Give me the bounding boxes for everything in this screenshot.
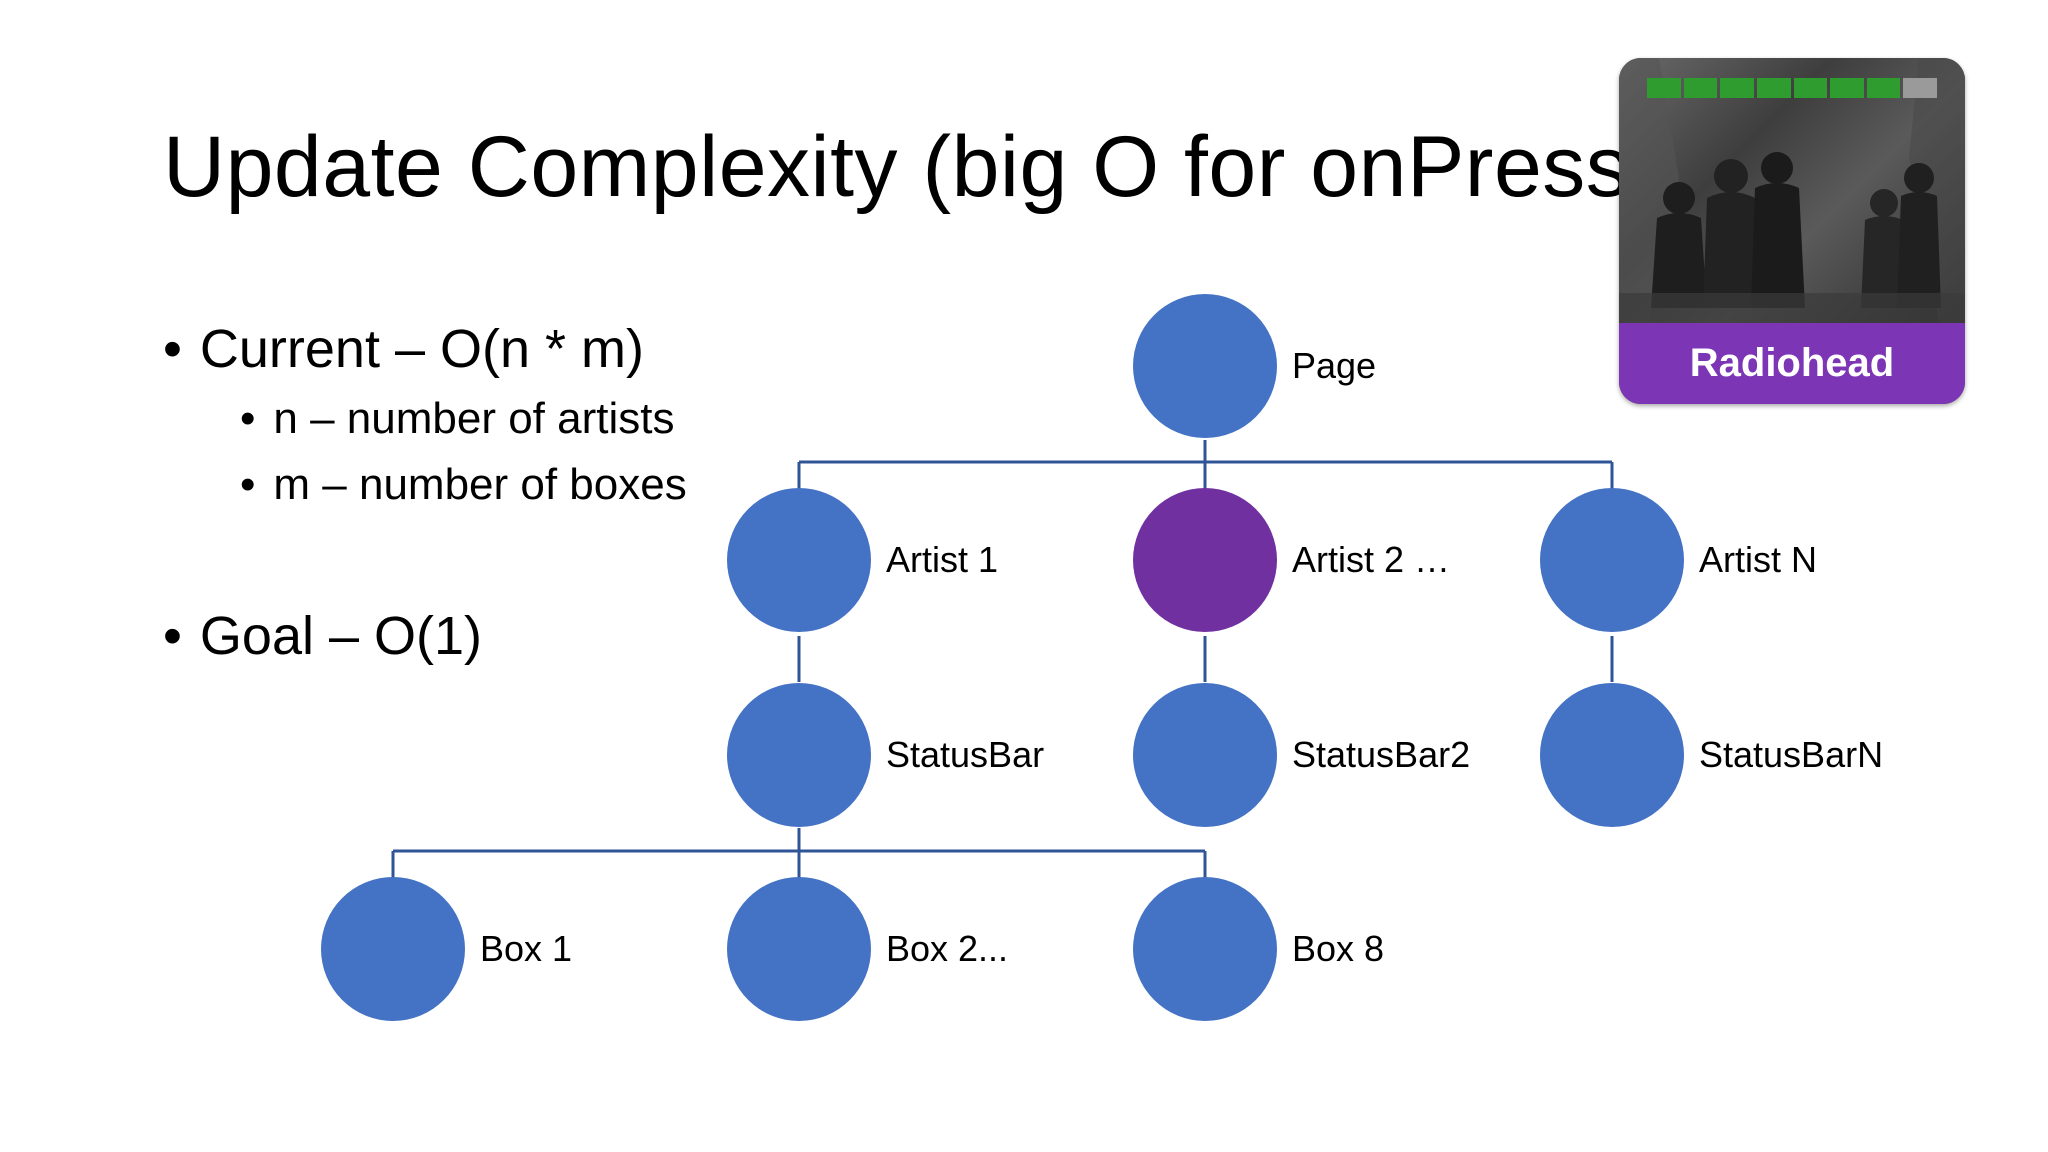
node-artist-n [1540, 488, 1684, 632]
status-bar-segment [1866, 78, 1901, 98]
node-label-box-8: Box 8 [1292, 928, 1384, 969]
node-statusbar [727, 683, 871, 827]
node-box-8 [1133, 877, 1277, 1021]
status-bar-segment [1756, 78, 1791, 98]
node-label-artist-n: Artist N [1699, 539, 1817, 580]
node-label-statusbar: StatusBar [886, 734, 1044, 775]
status-bar-segment [1830, 78, 1864, 98]
node-box-2 [727, 877, 871, 1021]
node-label-box-1: Box 1 [480, 928, 572, 969]
node-label-statusbar-2: StatusBar2 [1292, 734, 1470, 775]
node-label-artist-2: Artist 2 … [1292, 539, 1450, 580]
connector-statusbar-to-boxes [391, 828, 1207, 878]
progress-status-bar [1647, 78, 1937, 98]
bullet-n-text: n – number of artists [273, 394, 675, 443]
node-label-statusbar-n: StatusBarN [1699, 734, 1883, 775]
bullet-goal: • Goal – O(1) [163, 605, 482, 667]
bullet-m-text: m – number of boxes [273, 460, 687, 509]
band-photo-silhouettes [1619, 58, 1965, 323]
node-label-artist-1: Artist 1 [886, 539, 998, 580]
node-page [1133, 294, 1277, 438]
bullet-dot-icon: • [240, 460, 256, 509]
status-bar-segment [1647, 78, 1681, 98]
bullet-goal-text: Goal – O(1) [199, 606, 483, 666]
bullet-current: • Current – O(n * m) [163, 318, 644, 380]
status-bar-segment [1683, 78, 1718, 98]
bullet-n-definition: • n – number of artists [240, 394, 674, 444]
node-artist-1 [727, 488, 871, 632]
node-label-page: Page [1292, 345, 1376, 386]
status-bar-segment [1793, 78, 1828, 98]
connector-page-to-artists [797, 440, 1614, 490]
slide-title: Update Complexity (big O for onPress) [163, 119, 1659, 215]
artist-card: Radiohead [1619, 58, 1965, 404]
node-label-box-2: Box 2... [886, 928, 1008, 969]
node-artist-2 [1133, 488, 1277, 632]
band-photo [1619, 58, 1965, 323]
artist-name-label: Radiohead [1619, 323, 1965, 404]
bullet-dot-icon: • [163, 319, 182, 379]
node-statusbar-2 [1133, 683, 1277, 827]
bullet-dot-icon: • [163, 606, 182, 666]
status-bar-segment [1720, 78, 1754, 98]
bullet-current-text: Current – O(n * m) [199, 319, 645, 379]
node-box-1 [321, 877, 465, 1021]
node-statusbar-n [1540, 683, 1684, 827]
tree-connectors [391, 440, 1614, 878]
bullet-m-definition: • m – number of boxes [240, 460, 687, 510]
bullet-dot-icon: • [240, 394, 256, 443]
status-bar-segment [1903, 78, 1937, 98]
